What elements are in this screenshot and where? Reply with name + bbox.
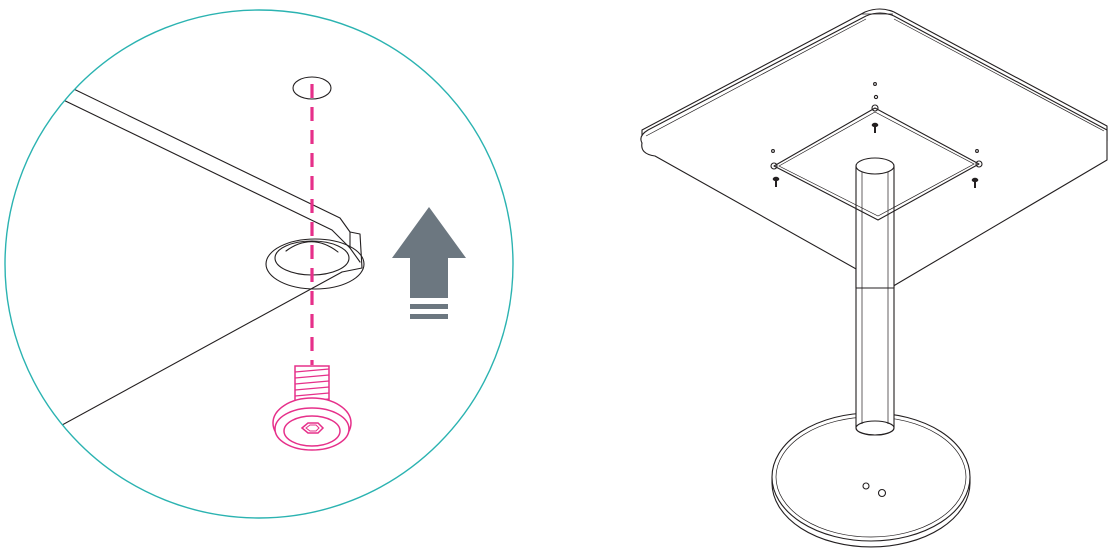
mounting-plate	[770, 82, 983, 221]
screw-icon	[772, 176, 780, 187]
pedestal-column-upper	[855, 157, 895, 289]
base-hole	[862, 482, 870, 490]
up-arrow-icon	[392, 207, 466, 319]
screw-icon	[871, 122, 879, 133]
hex-socket-screw-icon	[272, 365, 352, 451]
round-base	[771, 412, 971, 548]
top-hole	[292, 76, 332, 100]
detail-circle	[4, 9, 514, 519]
square-tabletop	[640, 8, 1108, 289]
base-hole	[877, 488, 887, 498]
detail-zoom-content	[19, 62, 365, 449]
detail-callout	[4, 9, 514, 519]
overview-screws	[772, 122, 979, 188]
table-overview	[640, 8, 1108, 548]
screw-hole-icon	[265, 238, 365, 290]
screw-icon	[971, 177, 979, 188]
tabletop-corner-edge	[19, 62, 363, 449]
location-hole	[873, 94, 879, 100]
